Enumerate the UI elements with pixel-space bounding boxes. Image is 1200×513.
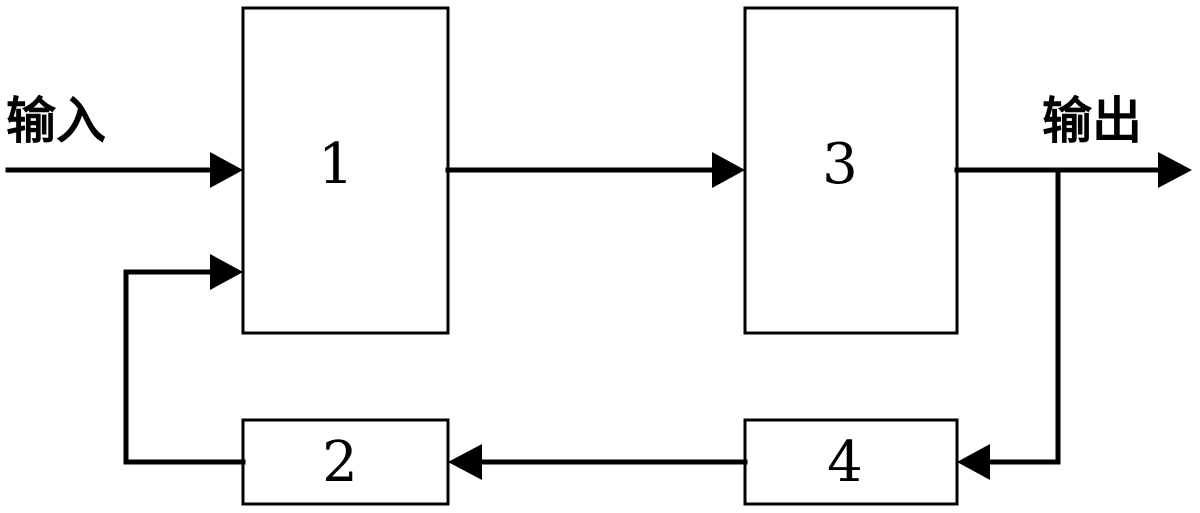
- block-1-label: 1: [318, 132, 354, 197]
- arrowhead-icon: [957, 444, 990, 480]
- block-3-label: 3: [822, 132, 858, 197]
- feedback-to-block-4: [957, 170, 1058, 480]
- output-connector: [957, 152, 1192, 188]
- arrowhead-icon: [712, 152, 745, 188]
- block-4-label: 4: [827, 430, 863, 495]
- block-2: 2: [243, 420, 448, 504]
- arrowhead-icon: [210, 254, 243, 290]
- input-label: 输入: [6, 92, 106, 150]
- input-connector: [8, 152, 243, 188]
- block-3: 3: [745, 8, 957, 333]
- arrowhead-icon: [448, 444, 482, 480]
- connector-4-to-2: [448, 444, 745, 480]
- arrowhead-icon: [210, 152, 243, 188]
- arrowhead-icon: [1158, 152, 1192, 188]
- block-4: 4: [745, 420, 957, 504]
- feedback-to-block-1: [126, 254, 243, 462]
- connector-1-to-3: [448, 152, 745, 188]
- output-label: 输出: [1042, 92, 1142, 150]
- block-2-label: 2: [322, 430, 358, 495]
- block-1: 1: [243, 8, 448, 333]
